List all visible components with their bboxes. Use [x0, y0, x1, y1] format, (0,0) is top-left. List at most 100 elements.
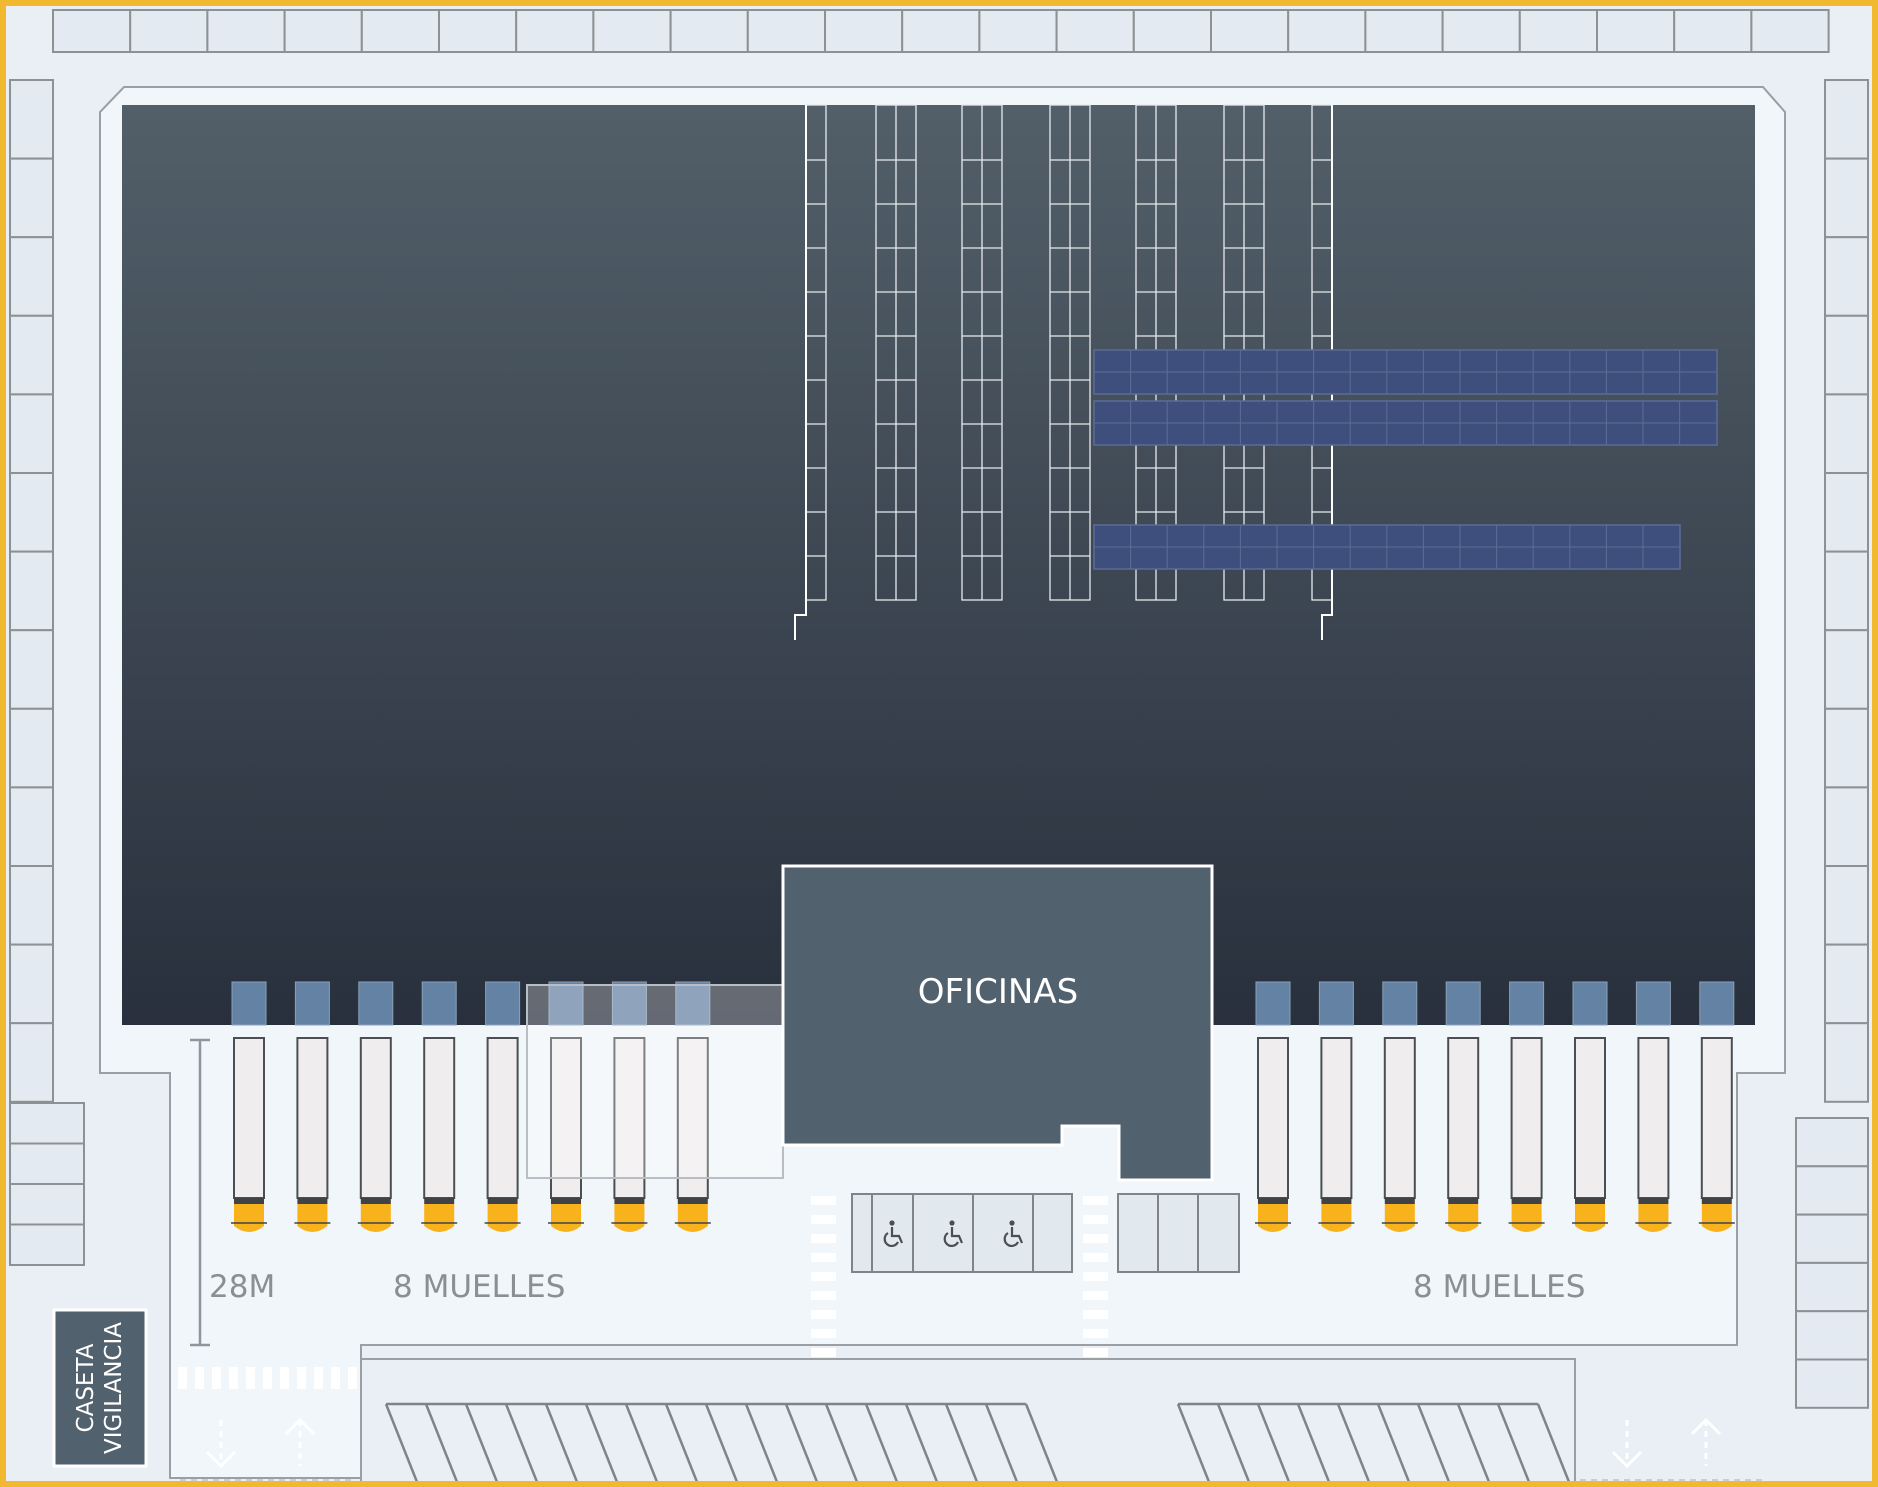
diagonal-parking-right — [1176, 1402, 1573, 1487]
dock-door — [1255, 981, 1291, 1026]
entrance-stripe — [348, 1367, 357, 1389]
loading-dock — [231, 981, 267, 1232]
loading-dock — [1698, 981, 1735, 1232]
truck-cab — [1258, 1204, 1288, 1232]
wheelchair-head — [949, 1220, 955, 1226]
loading-dock — [1445, 981, 1482, 1232]
parking-space — [1795, 1261, 1869, 1313]
parking-space — [978, 9, 1058, 53]
parking-stall-line — [1376, 1403, 1413, 1487]
parking-space — [9, 786, 54, 868]
truck-cab — [424, 1204, 455, 1232]
parking-space — [515, 9, 595, 53]
crosswalk-stripe — [1083, 1253, 1108, 1262]
loading-dock — [611, 981, 648, 1232]
solar-panel-arrays — [1093, 349, 1718, 570]
parking-space — [9, 472, 54, 553]
entrance-stripe — [331, 1367, 340, 1389]
truck-hitch — [1448, 1198, 1479, 1204]
solar-panel-array — [1093, 524, 1681, 570]
entrance-stripe — [280, 1367, 289, 1389]
dock-door — [1509, 981, 1545, 1026]
accessible-parking — [851, 1193, 1073, 1273]
guard-house-label-line2: VIGILANCIA — [101, 1322, 127, 1454]
parking-stall-line — [504, 1403, 541, 1487]
parking-space — [1364, 9, 1444, 53]
dock-door — [358, 981, 394, 1026]
crosswalk-stripe — [811, 1348, 836, 1357]
parking-space — [206, 9, 286, 53]
dock-door — [1445, 981, 1481, 1026]
parking-space — [1824, 786, 1869, 868]
parking-stall-line — [424, 1403, 461, 1487]
docks-right-label: 8 MUELLES — [1413, 1269, 1585, 1305]
loading-dock — [1381, 981, 1418, 1232]
parking-right-column — [1824, 79, 1869, 1103]
parking-space — [1795, 1165, 1869, 1216]
crosswalk-stripe — [811, 1253, 836, 1262]
parking-space — [52, 9, 132, 53]
parking-space — [9, 1223, 85, 1266]
parking-space — [9, 943, 54, 1025]
parking-space — [824, 9, 904, 53]
entrance-stripe — [263, 1367, 272, 1389]
truck-trailer — [1320, 1037, 1353, 1199]
parking-space — [1795, 1310, 1869, 1361]
offices-label: OFICINAS — [918, 972, 1078, 1012]
parking-stall-line — [464, 1403, 501, 1487]
parking-space — [1824, 472, 1869, 553]
docks-left-label: 8 MUELLES — [393, 1269, 565, 1305]
wheelchair-head — [889, 1220, 895, 1226]
truck-trailer — [486, 1037, 519, 1199]
parking-left-column — [9, 79, 54, 1103]
crosswalk-stripe — [1083, 1310, 1108, 1319]
parking-stall-line — [944, 1403, 981, 1487]
depth-dimension — [190, 1038, 210, 1347]
wheelchair-body — [950, 1227, 964, 1244]
truck-hitch — [677, 1198, 708, 1204]
loading-dock — [484, 981, 521, 1232]
wheelchair-body — [1010, 1227, 1024, 1244]
arrow-head — [1611, 1450, 1643, 1469]
parking-space — [283, 9, 363, 53]
parking-space — [129, 9, 209, 53]
parking-space — [9, 707, 54, 789]
wheelchair-head — [1009, 1220, 1015, 1226]
crosswalk-stripe — [811, 1329, 836, 1338]
racking-system — [805, 104, 1333, 601]
truck-hitch — [614, 1198, 645, 1204]
truck-trailer — [676, 1037, 709, 1199]
parking-stall-line — [904, 1403, 941, 1487]
truck-hitch — [297, 1198, 328, 1204]
parking-space — [1824, 79, 1869, 160]
dock-door — [231, 981, 267, 1026]
loading-dock — [1255, 981, 1291, 1232]
parking-space — [1210, 9, 1290, 53]
crosswalk-stripe — [1083, 1348, 1108, 1357]
parking-space — [9, 550, 54, 632]
parking-stall-line — [1024, 1403, 1061, 1487]
loading-dock — [1508, 981, 1545, 1232]
arrow-head — [1690, 1417, 1722, 1436]
parking-space — [9, 393, 54, 474]
crosswalk-stripe — [1083, 1196, 1108, 1205]
entrance-stripe — [195, 1367, 204, 1389]
loading-dock — [1635, 981, 1672, 1232]
truck-trailer — [613, 1037, 646, 1199]
solar-panel-array — [1093, 400, 1718, 446]
parking-stall-line — [1176, 1403, 1213, 1487]
parking-stall-line — [704, 1403, 741, 1487]
parking-stall-line — [1336, 1403, 1373, 1487]
truck-hitch — [360, 1198, 391, 1204]
entrance-stripe — [212, 1367, 221, 1389]
crosswalk-stripe — [811, 1234, 836, 1243]
parking-space — [1287, 9, 1367, 53]
parking-space — [9, 157, 54, 239]
parking-space — [1750, 9, 1830, 53]
truck-cab — [297, 1204, 328, 1232]
parking-space — [1795, 1358, 1869, 1409]
parking-space — [1795, 1117, 1869, 1168]
gate-arrows — [205, 1417, 1722, 1469]
parking-stall-line — [744, 1403, 781, 1487]
truck-hitch — [424, 1198, 455, 1204]
